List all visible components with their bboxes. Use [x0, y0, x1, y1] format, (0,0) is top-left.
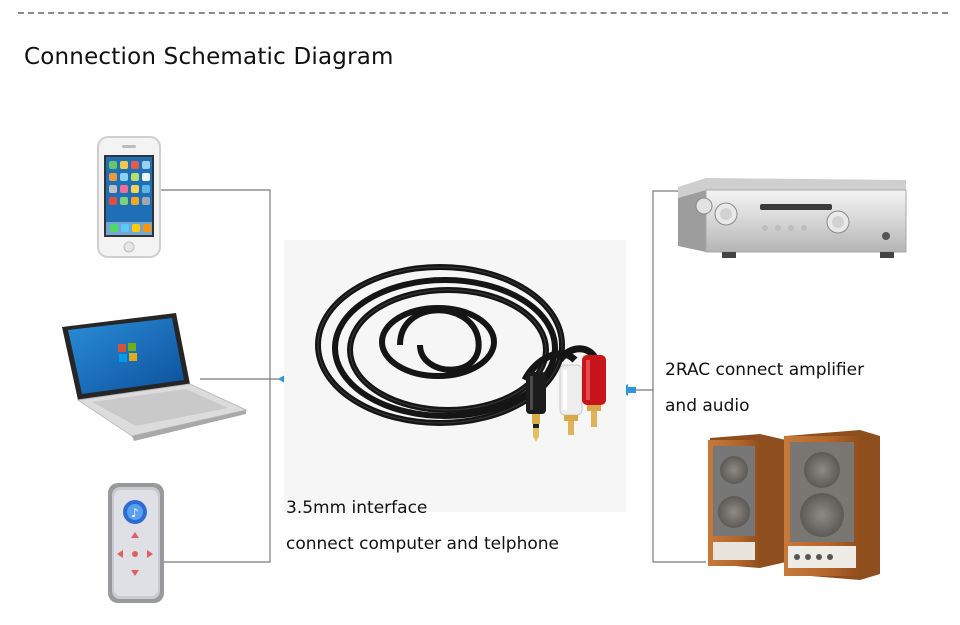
caption-3-5mm-line1: 3.5mm interface	[286, 498, 428, 518]
rca-white-plug-icon	[559, 364, 583, 435]
caption-rca-line1: 2RAC connect amplifier	[665, 360, 865, 380]
caption-3-5mm-line2: connect computer and telphone	[286, 534, 559, 554]
speakers-icon	[708, 430, 880, 580]
audio-cable-icon	[315, 264, 606, 442]
svg-text:♪: ♪	[131, 506, 139, 520]
amplifier-icon	[678, 178, 907, 258]
diagram-title: Connection Schematic Diagram	[24, 44, 394, 70]
3-5mm-jack-plug-icon	[526, 372, 546, 442]
top-dashed-divider	[18, 12, 948, 14]
laptop-icon	[62, 313, 248, 441]
smartphone-icon	[97, 136, 161, 258]
caption-rca-line2: and audio	[665, 396, 750, 416]
media-player-icon: ♪	[108, 483, 164, 603]
rca-red-plug-icon	[582, 355, 606, 427]
